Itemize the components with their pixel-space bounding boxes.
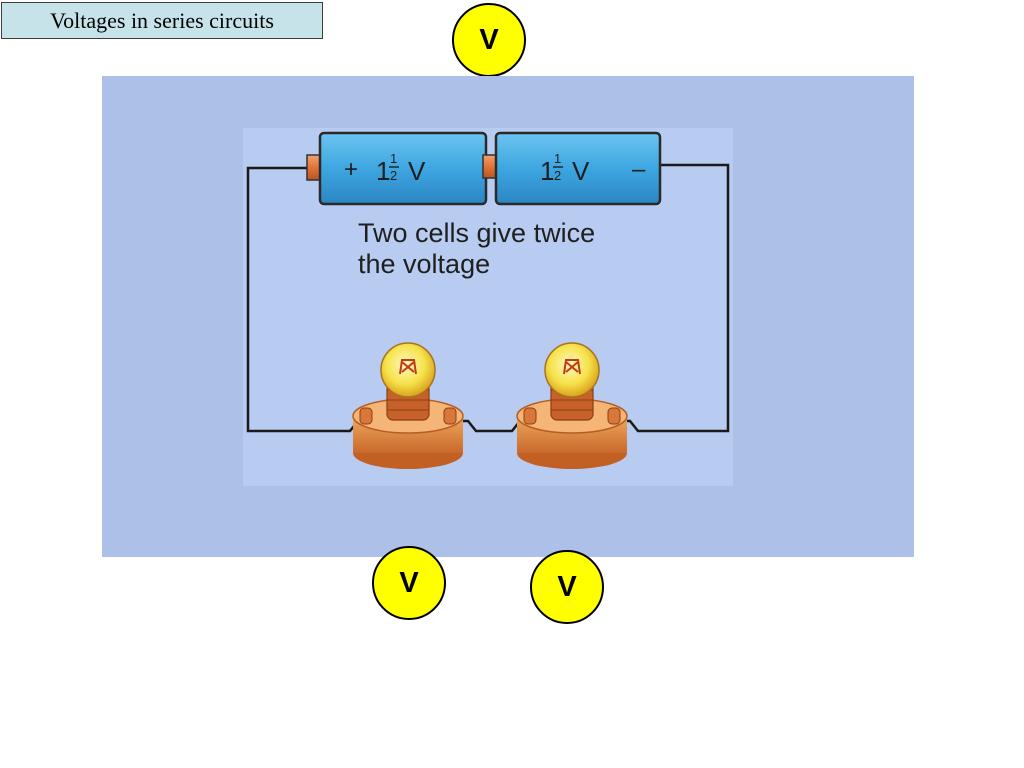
voltmeter-bulb-1: V (372, 546, 446, 620)
bulb-1-screw-right (443, 407, 457, 425)
circuit-svg: + 1 1 2 V 1 1 2 V – Two cells give twice… (243, 128, 733, 486)
bulb-2-screw-right (607, 407, 621, 425)
minus-sign: – (632, 156, 646, 183)
bulb-2-globe (544, 342, 600, 398)
cell-2-voltage-whole: 1 (540, 156, 554, 186)
cell-2-voltage-numerator: 1 (554, 151, 561, 166)
voltmeter-label: V (479, 23, 499, 56)
cell-1-voltage-numerator: 1 (390, 151, 397, 166)
cell-2-body (494, 131, 662, 206)
plus-sign: + (344, 156, 358, 183)
cell-1-voltage-whole: 1 (376, 156, 390, 186)
cell-2-voltage-denominator: 2 (554, 168, 561, 183)
circuit-diagram: + 1 1 2 V 1 1 2 V – Two cells give twice… (102, 76, 914, 557)
voltmeter-label: V (399, 566, 419, 599)
voltmeter-bulb-2: V (530, 550, 604, 624)
cell-2-voltage-unit: V (572, 156, 590, 186)
bulb-2-screw-left (523, 407, 537, 425)
bulb-1-screw-left (359, 407, 373, 425)
caption-line-2: the voltage (358, 249, 490, 279)
voltmeter-top: V (452, 3, 526, 77)
cell-1: + 1 1 2 V (306, 131, 488, 206)
cell-1-voltage-unit: V (408, 156, 426, 186)
voltmeter-label: V (557, 570, 577, 603)
bulb-1-filament (399, 359, 417, 375)
bulb-2-filament (563, 359, 581, 375)
bulb-2 (516, 342, 628, 469)
cell-1-voltage-denominator: 2 (390, 168, 397, 183)
bulb-1 (352, 342, 464, 469)
caption-line-1: Two cells give twice (358, 218, 595, 248)
cell-2: 1 1 2 V – (494, 131, 662, 206)
slide-title: Voltages in series circuits (1, 2, 323, 39)
bulb-1-globe (380, 342, 436, 398)
